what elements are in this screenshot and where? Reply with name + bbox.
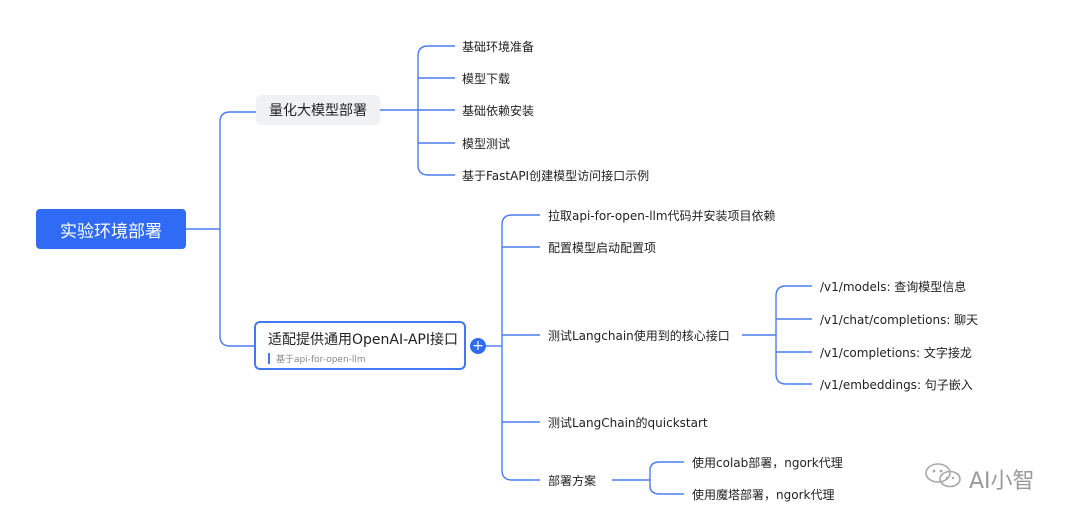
watermark-text: AI小智 (969, 469, 1035, 494)
leaf-api-completions[interactable]: /v1/completions: 文字接龙 (820, 346, 972, 360)
leaf-api-chat[interactable]: /v1/chat/completions: 聊天 (820, 313, 979, 327)
leaf-model-download[interactable]: 模型下载 (462, 72, 511, 86)
branch-label: 适配提供通用OpenAI-API接口 (268, 332, 458, 348)
leaf-deps-install[interactable]: 基础依赖安装 (462, 104, 535, 118)
leaf-clone-repo[interactable]: 拉取api-for-open-llm代码并安装项目依赖 (548, 209, 776, 223)
leaf-model-test[interactable]: 模型测试 (462, 137, 511, 151)
leaf-deploy-plan[interactable]: 部署方案 (548, 474, 597, 488)
leaf-colab-deploy[interactable]: 使用colab部署，ngork代理 (692, 456, 843, 470)
leaf-fastapi-example[interactable]: 基于FastAPI创建模型访问接口示例 (462, 169, 650, 183)
plus-icon[interactable]: + (470, 338, 486, 354)
branch-quantized-model-deploy[interactable]: 量化大模型部署 (256, 95, 380, 125)
leaf-api-embeddings[interactable]: /v1/embeddings: 句子嵌入 (820, 378, 973, 392)
leaf-api-models[interactable]: /v1/models: 查询模型信息 (820, 280, 967, 294)
leaf-test-core-api[interactable]: 测试Langchain使用到的核心接口 (548, 329, 730, 343)
note-bar (268, 353, 270, 364)
leaf-test-quickstart[interactable]: 测试LangChain的quickstart (548, 416, 708, 430)
leaf-env-prep[interactable]: 基础环境准备 (462, 40, 535, 54)
leaf-config-model[interactable]: 配置模型启动配置项 (548, 241, 657, 255)
root-node-label: 实验环境部署 (60, 221, 162, 242)
wechat-icon (925, 463, 961, 488)
leaf-modelscope-deploy[interactable]: 使用魔塔部署，ngork代理 (692, 488, 835, 502)
branch-openai-api-adapter[interactable]: 适配提供通用OpenAI-API接口 基于api-for-open-llm (254, 321, 466, 370)
branch-note: 基于api-for-open-llm (276, 355, 366, 365)
root-node[interactable]: 实验环境部署 (36, 209, 186, 249)
branch-label: 量化大模型部署 (269, 103, 367, 119)
